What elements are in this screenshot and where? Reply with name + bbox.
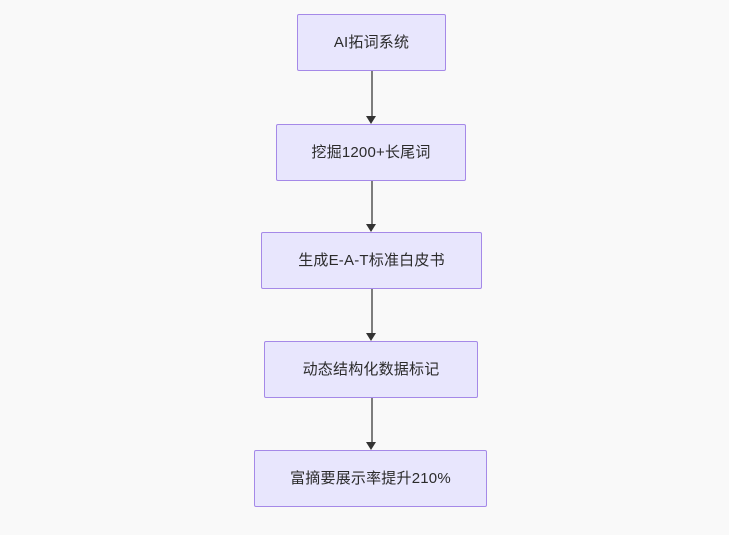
flow-node-generate-eat-whitepaper[interactable]: 生成E-A-T标准白皮书 — [261, 232, 482, 289]
flow-node-label: AI拓词系统 — [333, 33, 410, 51]
flow-node-label: 动态结构化数据标记 — [302, 360, 440, 378]
flow-node-dynamic-structured-data-markup[interactable]: 动态结构化数据标记 — [264, 341, 478, 398]
arrowhead-icon — [366, 333, 377, 341]
flow-node-rich-snippet-impression-uplift[interactable]: 富摘要展示率提升210% — [254, 450, 487, 507]
edge-line — [371, 289, 373, 333]
edge-line — [371, 71, 373, 116]
flow-node-ai-keyword-system[interactable]: AI拓词系统 — [297, 14, 446, 71]
arrowhead-icon — [366, 224, 377, 232]
edge-line — [371, 181, 373, 224]
arrowhead-icon — [366, 442, 377, 450]
flow-node-label: 挖掘1200+长尾词 — [311, 143, 431, 161]
flow-node-mine-longtail-keywords[interactable]: 挖掘1200+长尾词 — [276, 124, 466, 181]
edge-line — [371, 398, 373, 442]
flow-node-label: 富摘要展示率提升210% — [290, 469, 451, 487]
arrowhead-icon — [366, 116, 377, 124]
flow-node-label: 生成E-A-T标准白皮书 — [298, 251, 445, 269]
